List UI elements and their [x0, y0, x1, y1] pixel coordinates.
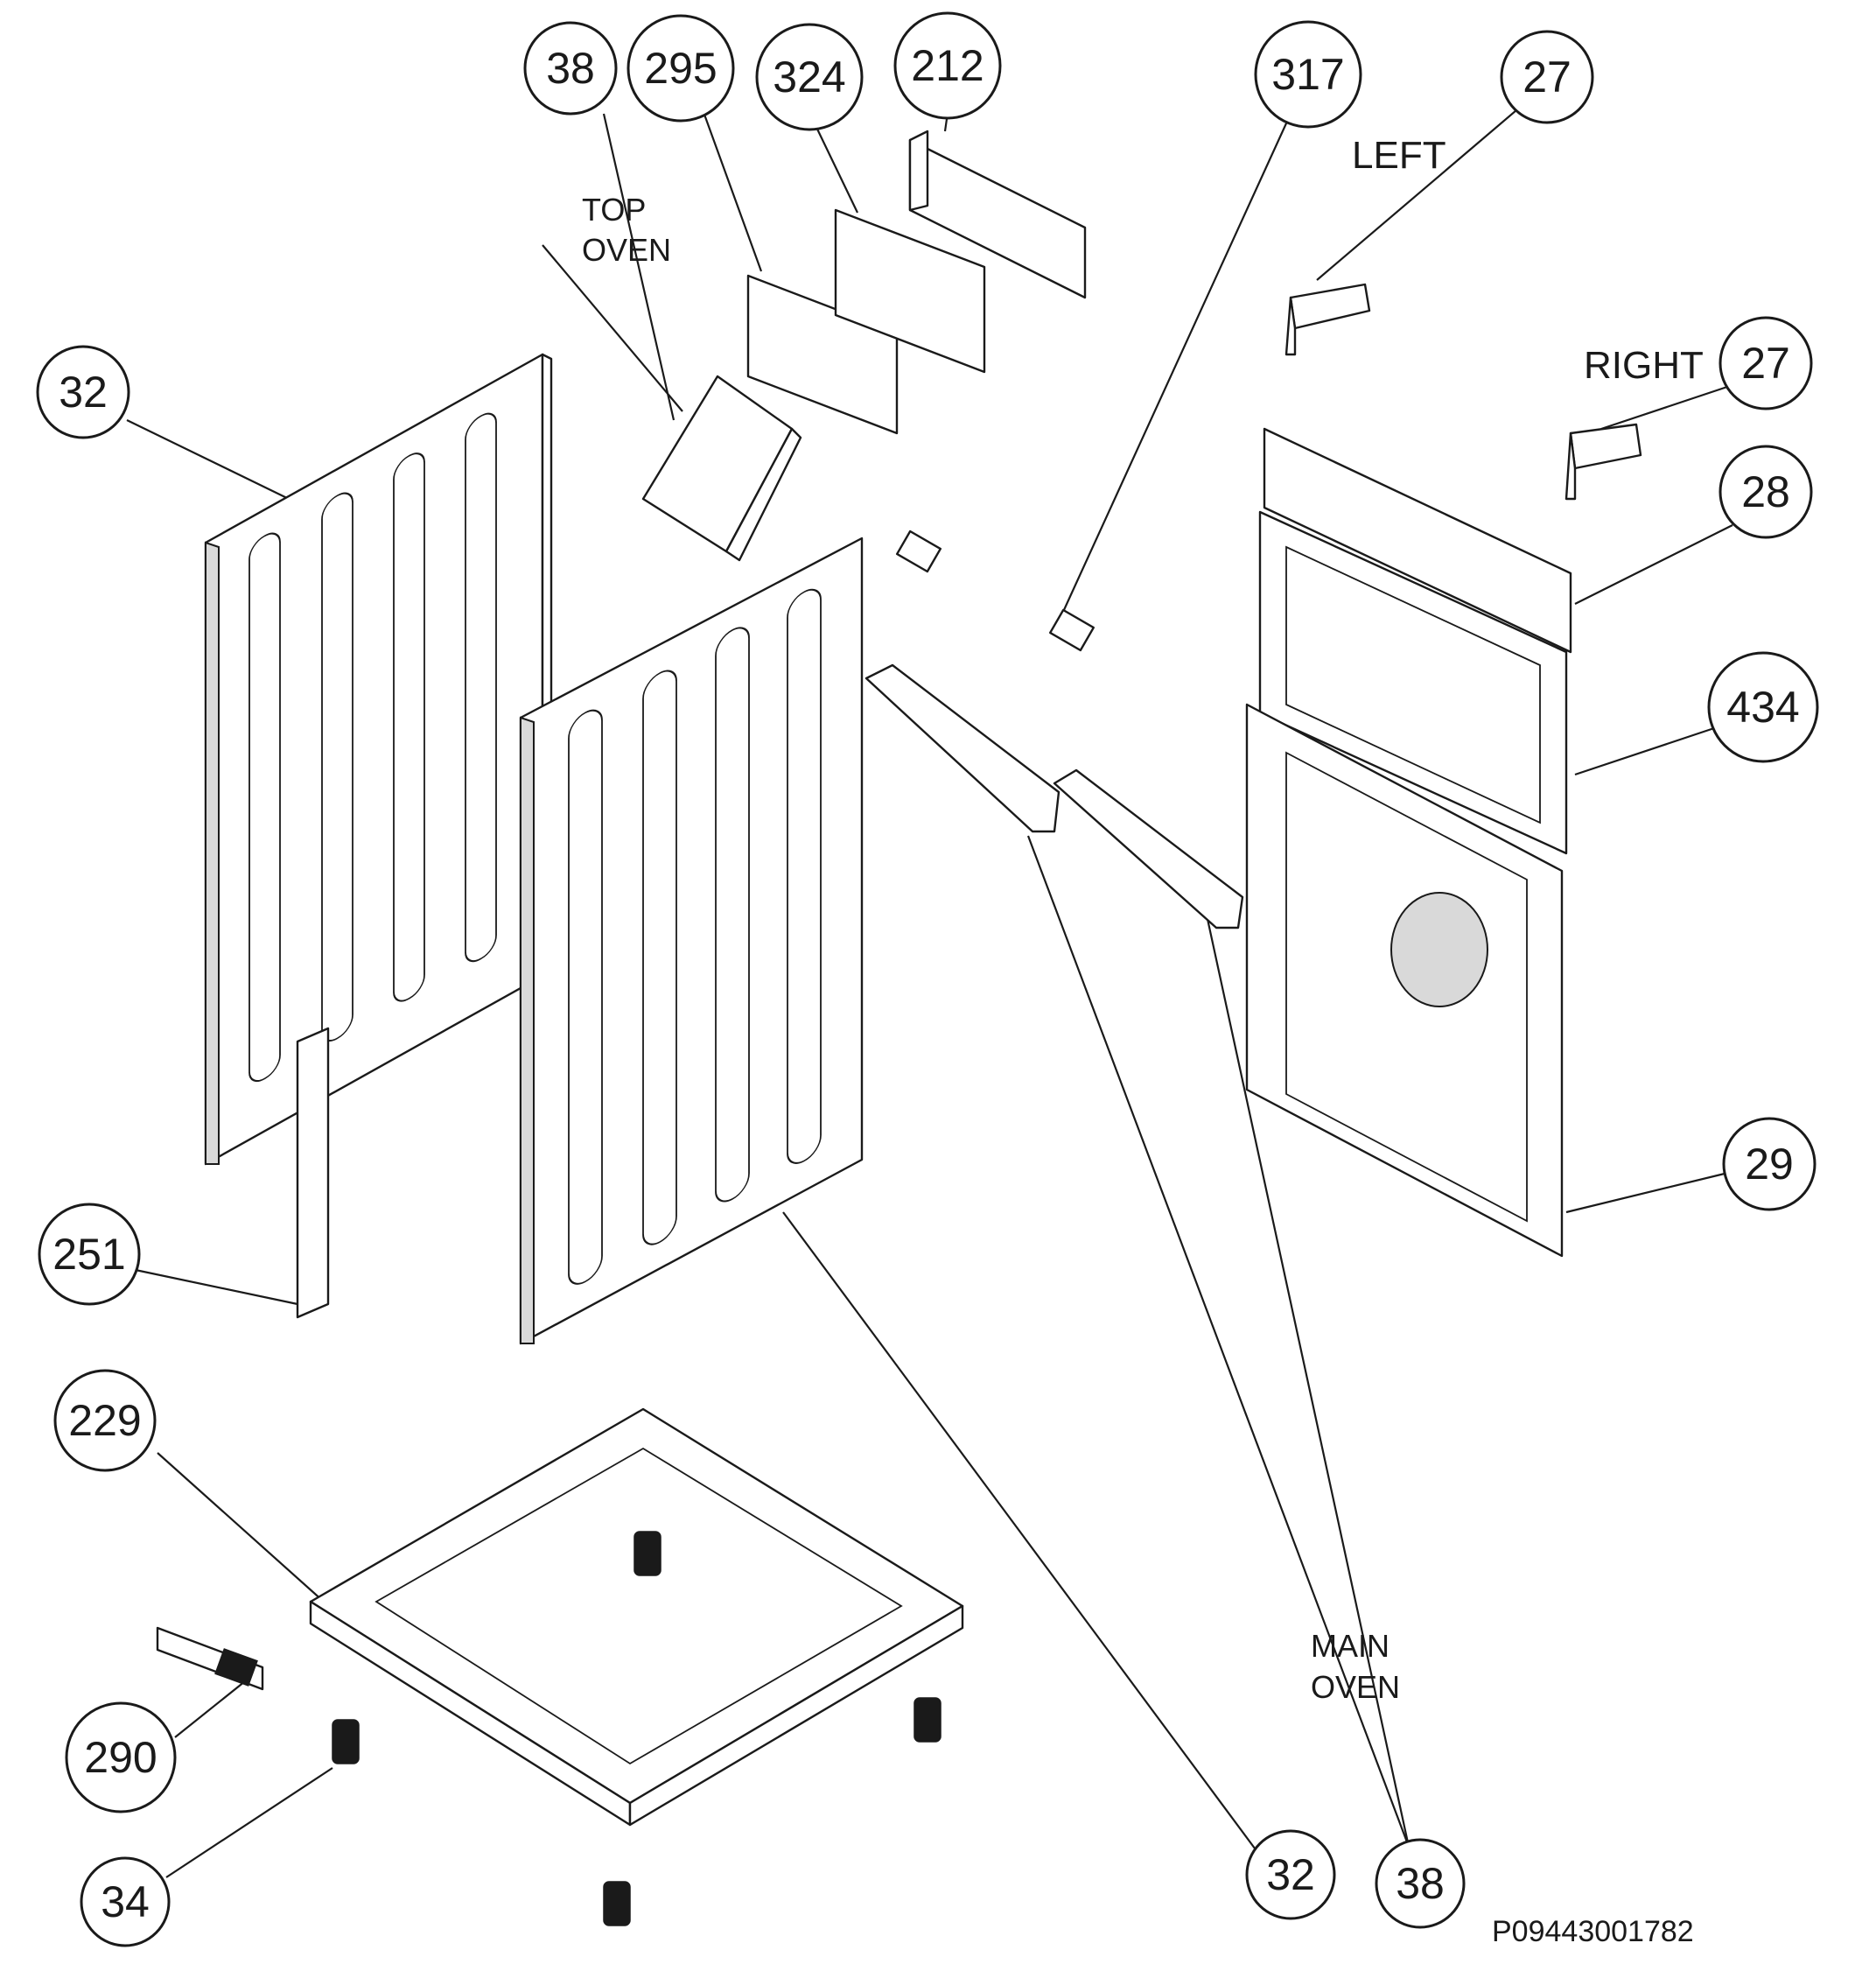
callout-label: 32 [1266, 1850, 1315, 1899]
right-side-panel [519, 537, 864, 1345]
callout-28: 28 [1718, 445, 1813, 539]
callout-label: 317 [1271, 50, 1344, 99]
callout-27-left: 27 [1500, 30, 1594, 124]
callout-317: 317 [1254, 20, 1362, 129]
callout-label: 27 [1741, 339, 1790, 388]
plate-324 [834, 208, 986, 374]
notes: TOP OVEN LEFT RIGHT MAIN OVEN P094430017… [582, 134, 1704, 1948]
base-frame [309, 1407, 964, 1827]
callout-212: 212 [893, 11, 1002, 120]
callout-label: 27 [1522, 53, 1572, 102]
callout-label: 28 [1741, 467, 1790, 516]
callout-32-left: 32 [36, 345, 130, 439]
note-left: LEFT [1352, 134, 1446, 177]
note-main-oven-line1: MAIN [1311, 1628, 1390, 1664]
callout-label: 32 [59, 368, 108, 417]
callout-295: 295 [626, 14, 735, 123]
callout-label: 229 [68, 1396, 141, 1445]
small-clips [895, 530, 1096, 652]
callout-38-bottom: 38 [1375, 1838, 1466, 1929]
callout-32-bottom: 32 [1245, 1829, 1336, 1920]
callout-251: 251 [38, 1203, 141, 1306]
rail-strip [296, 1027, 330, 1319]
callout-27-right: 27 [1718, 316, 1813, 410]
note-top-oven-line2: OVEN [582, 232, 671, 268]
callout-label: 251 [52, 1230, 125, 1279]
callout-label: 29 [1745, 1140, 1794, 1189]
top-oven-duct [641, 375, 802, 562]
callout-290: 290 [65, 1701, 177, 1813]
callout-label: 324 [773, 53, 845, 102]
callout-34: 34 [80, 1856, 171, 1947]
drawing-code: P09443001782 [1492, 1915, 1694, 1948]
callout-label: 434 [1726, 683, 1799, 732]
callout-229: 229 [53, 1369, 157, 1472]
callout-label: 212 [911, 41, 984, 90]
callout-324: 324 [755, 23, 864, 131]
main-oven-liner [1245, 703, 1564, 1258]
callout-label: 295 [644, 44, 717, 93]
callout-label: 34 [101, 1877, 150, 1926]
callouts: 38 295 324 212 317 27 27 32 [36, 11, 1819, 1947]
main-oven-duct-right [1053, 768, 1244, 929]
note-top-oven-line1: TOP [582, 192, 646, 228]
adjustable-feet [332, 1531, 942, 1926]
bracket-27-left [1284, 283, 1371, 356]
bracket-27-right [1564, 423, 1642, 501]
left-side-panel [204, 353, 553, 1166]
callout-38-top: 38 [523, 21, 618, 116]
callout-label: 290 [84, 1733, 157, 1782]
note-main-oven-line2: OVEN [1311, 1669, 1400, 1705]
note-right: RIGHT [1584, 344, 1704, 387]
callout-434: 434 [1707, 651, 1819, 763]
main-oven-duct-left [864, 663, 1060, 833]
callout-label: 38 [1396, 1859, 1445, 1908]
bracket-212 [908, 130, 1087, 299]
callout-label: 38 [546, 44, 595, 93]
component-290 [156, 1626, 264, 1691]
callout-29: 29 [1722, 1117, 1816, 1211]
top-oven-liner [1258, 427, 1572, 855]
